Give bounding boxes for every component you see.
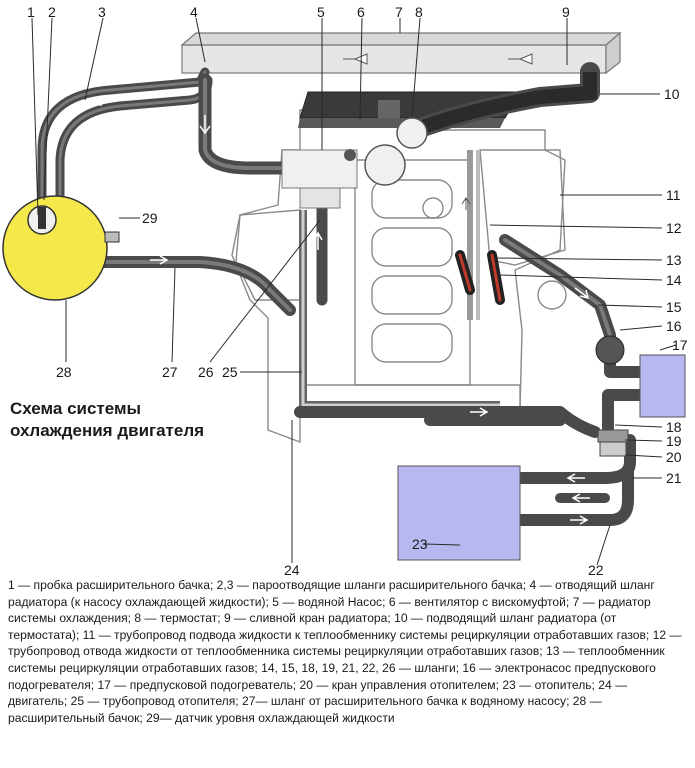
callout-5: 5 (317, 4, 325, 20)
callout-14: 14 (666, 272, 682, 288)
flow-arrows (89, 95, 590, 525)
callout-8: 8 (415, 4, 423, 20)
diagram-title: Схема системы охлаждения двигателя (10, 398, 270, 442)
callout-7: 7 (395, 4, 403, 20)
electric-pump (595, 335, 625, 365)
callout-9: 9 (562, 4, 570, 20)
callout-12: 12 (666, 220, 682, 236)
callout-24: 24 (284, 562, 300, 575)
egr-heat-exchanger (455, 150, 505, 320)
radiator (180, 31, 622, 75)
callout-22: 22 (588, 562, 604, 575)
callout-21: 21 (666, 470, 682, 486)
callout-17: 17 (672, 337, 688, 353)
callout-11: 11 (666, 187, 681, 203)
legend-caption: 1 — пробка расширительного бачка; 2,3 — … (8, 578, 682, 725)
callout-4: 4 (190, 4, 198, 20)
callout-25: 25 (222, 364, 238, 380)
callout-2: 2 (48, 4, 56, 20)
callout-20: 20 (666, 449, 682, 465)
heater (397, 465, 521, 561)
coolant-hoses (37, 62, 646, 526)
leader-lines (31, 17, 677, 566)
cylinder-bores (371, 179, 453, 363)
callout-6: 6 (357, 4, 365, 20)
water-pump (281, 149, 358, 209)
title-line-2: охлаждения двигателя (10, 421, 205, 440)
callout-numbers: 1 2 3 4 5 6 7 8 9 10 11 12 13 14 15 16 1… (27, 4, 688, 575)
callout-29: 29 (142, 210, 158, 226)
callout-15: 15 (666, 299, 682, 315)
callout-1: 1 (27, 4, 35, 20)
callout-26: 26 (198, 364, 214, 380)
preheater (639, 354, 686, 418)
callout-27: 27 (162, 364, 178, 380)
thermostat (364, 117, 428, 186)
cooling-system-diagram: 1 2 3 4 5 6 7 8 9 10 11 12 13 14 15 16 1… (2, 4, 688, 575)
callout-3: 3 (98, 4, 106, 20)
callout-23: 23 (412, 536, 428, 552)
expansion-tank (2, 195, 120, 301)
callout-13: 13 (666, 252, 682, 268)
callout-16: 16 (666, 318, 682, 334)
callout-10: 10 (664, 86, 680, 102)
heater-control-valve (597, 429, 629, 457)
callout-18: 18 (666, 419, 682, 435)
title-line-1: Схема системы (10, 399, 142, 418)
callout-28: 28 (56, 364, 72, 380)
callout-19: 19 (666, 433, 682, 449)
